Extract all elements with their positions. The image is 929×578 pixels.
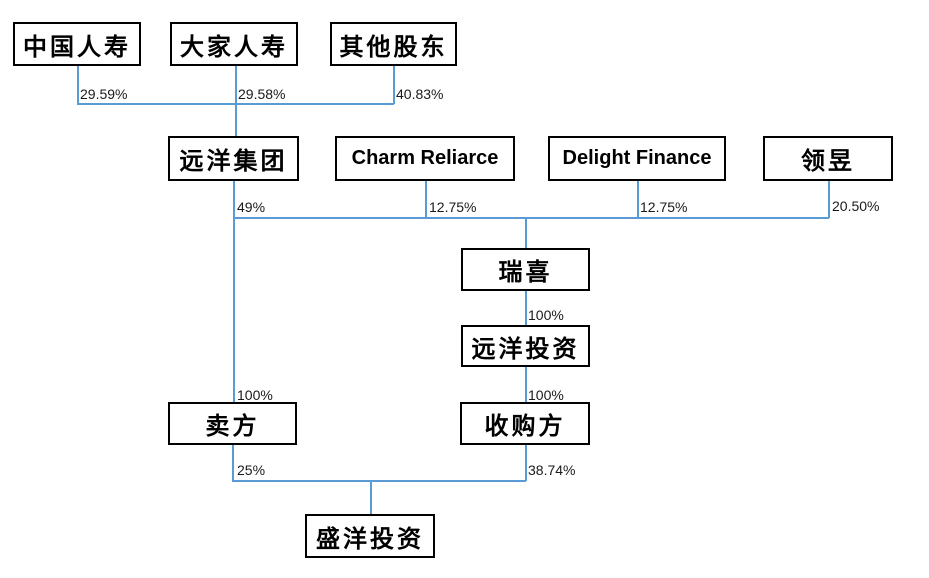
connector-line-vertical [637, 181, 639, 218]
connector-line-vertical [425, 181, 427, 218]
node-sino-ocean-group: 远洋集团 [168, 136, 299, 181]
node-lingyu: 领昱 [763, 136, 893, 181]
connector-line-horizontal [232, 480, 526, 482]
connector-line-vertical [828, 181, 830, 218]
connector-line-vertical [525, 291, 527, 326]
connector-line-horizontal [77, 103, 394, 105]
node-delight-finance: Delight Finance [548, 136, 726, 181]
ownership-percent-label: 29.58% [238, 86, 286, 102]
connector-line-vertical [393, 66, 395, 104]
node-china-life: 中国人寿 [13, 22, 141, 66]
connector-line-horizontal [233, 217, 829, 219]
connector-line-vertical [232, 445, 234, 481]
node-other-shareholders: 其他股东 [330, 22, 457, 66]
ownership-percent-label: 25% [237, 462, 266, 478]
ownership-percent-label: 100% [528, 307, 564, 323]
node-dajia-life: 大家人寿 [170, 22, 298, 66]
ownership-percent-label: 12.75% [429, 199, 477, 215]
ownership-percent-label: 12.75% [640, 199, 688, 215]
connector-line-vertical [77, 66, 79, 104]
ownership-percent-label: 29.59% [80, 86, 128, 102]
node-acquirer: 收购方 [460, 402, 590, 445]
node-ruixi: 瑞喜 [461, 248, 590, 291]
connector-line-vertical [235, 66, 237, 136]
ownership-percent-label: 49% [237, 199, 266, 215]
node-charm-reliarce: Charm Reliarce [335, 136, 515, 181]
connector-line-vertical [525, 367, 527, 403]
connector-line-vertical [370, 480, 372, 515]
connector-line-vertical [525, 445, 527, 481]
ownership-percent-label: 20.50% [832, 198, 880, 214]
ownership-percent-label: 40.83% [396, 86, 444, 102]
connector-line-vertical [525, 217, 527, 248]
ownership-percent-label: 100% [528, 387, 564, 403]
ownership-percent-label: 38.74% [528, 462, 576, 478]
node-seller: 卖方 [168, 402, 297, 445]
ownership-percent-label: 100% [237, 387, 273, 403]
connector-line-vertical [233, 181, 235, 402]
node-sino-ocean-investment: 远洋投资 [461, 325, 590, 367]
node-shengyang-investment: 盛洋投资 [305, 514, 435, 558]
